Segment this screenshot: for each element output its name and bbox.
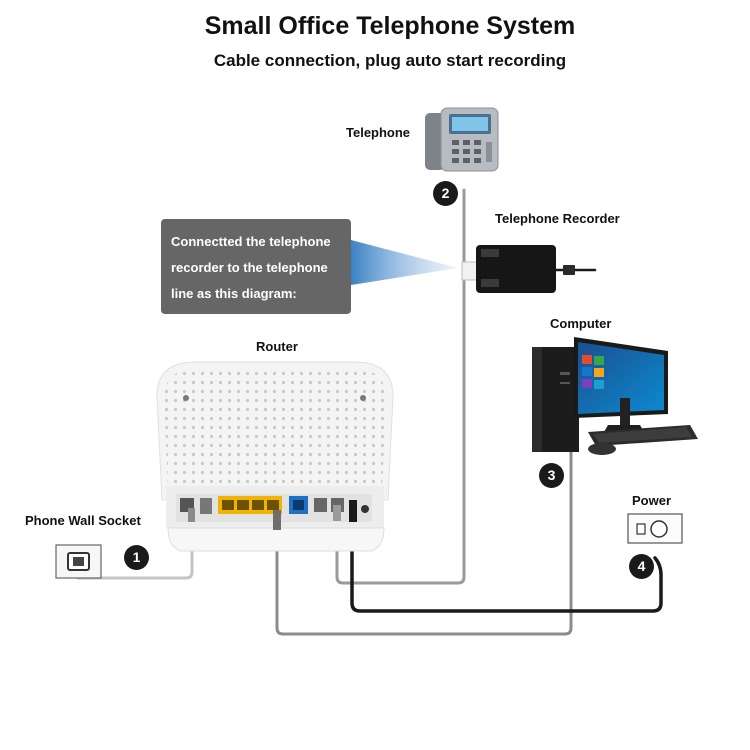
label-router: Router [256, 339, 298, 354]
power-outlet-icon [627, 513, 683, 544]
label-telephone-recorder: Telephone Recorder [495, 211, 620, 226]
cable-router-to-telephone [335, 188, 466, 585]
step-badge-1: 1 [124, 545, 149, 570]
callout-line-3: line as this diagram: [171, 286, 297, 301]
recorder-icon [461, 245, 575, 293]
router-icon [156, 361, 394, 552]
label-phone-wall-socket: Phone Wall Socket [25, 513, 141, 528]
diagram-title: Small Office Telephone System [204, 12, 576, 40]
cable-wall-socket-to-router [76, 526, 194, 580]
step-badge-2: 2 [433, 181, 458, 206]
callout-beam [351, 240, 458, 285]
label-telephone: Telephone [346, 125, 411, 140]
callout-box: Connectted the telephone recorder to the… [161, 219, 351, 314]
wall-socket-icon [55, 544, 102, 579]
diagram-subtitle: Cable connection, plug auto start record… [213, 51, 567, 70]
computer-icon [532, 337, 698, 455]
step-badge-3: 3 [539, 463, 564, 488]
step-badge-4: 4 [629, 554, 654, 579]
cable-router-to-computer [275, 443, 573, 636]
label-power: Power [632, 493, 672, 508]
telephone-icon [425, 107, 499, 172]
callout-line-1: Connectted the telephone [171, 234, 331, 249]
callout-line-2: recorder to the telephone [171, 260, 328, 275]
cable-router-power [350, 508, 663, 613]
cables [76, 188, 663, 636]
label-computer: Computer [550, 316, 612, 331]
